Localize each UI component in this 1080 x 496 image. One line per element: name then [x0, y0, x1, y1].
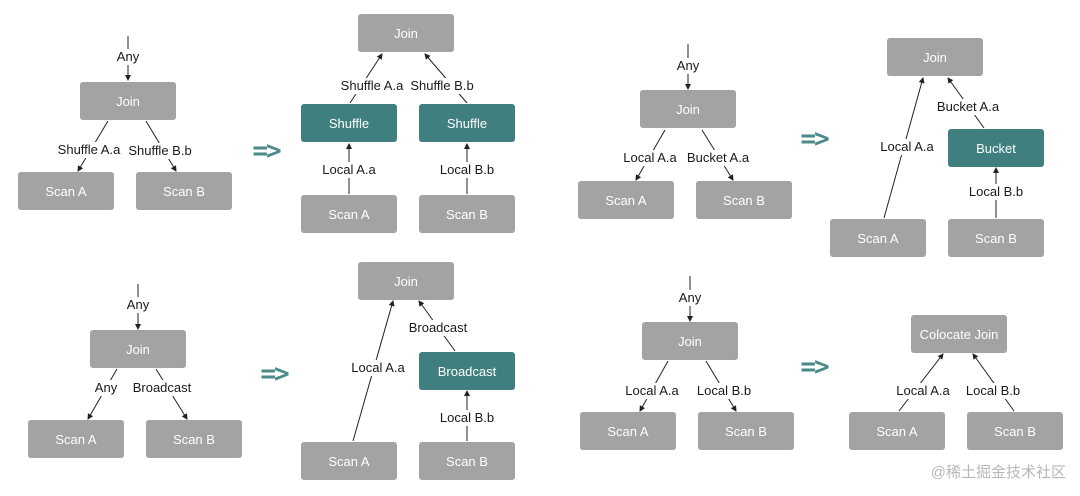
q3a-join-node: Join: [358, 262, 454, 300]
q2-scan-b-node: Scan B: [696, 181, 792, 219]
q2-local-aa-label: Local A.a: [621, 150, 679, 166]
q4-transform-arrow: =>: [800, 352, 829, 382]
q2a-bucket-aa-label: Bucket A.a: [934, 99, 1002, 115]
q1a-shuffle-bb-label: Shuffle B.b: [408, 78, 476, 94]
q4a-scan-a-up: [898, 353, 944, 412]
q3a-local-bb-label: Local B.b: [437, 410, 497, 426]
q3a-local-aa-label: Local A.a: [349, 360, 407, 376]
q2a-join-node: Join: [887, 38, 983, 76]
q2-bucket-aa-label: Bucket A.a: [684, 150, 752, 166]
q4-join-node: Join: [642, 322, 738, 360]
q4a-local-aa-label: Local A.a: [894, 383, 952, 399]
q1-transform-arrow: =>: [252, 136, 281, 166]
q3-transform-arrow: =>: [260, 359, 289, 389]
q2a-local-bb-label: Local B.b: [966, 184, 1026, 200]
q3-broadcast-label: Broadcast: [130, 380, 194, 396]
watermark: @稀土掘金技术社区: [930, 464, 1066, 481]
q4-scan-a-node: Scan A: [580, 412, 676, 450]
q4-scan-b-node: Scan B: [698, 412, 794, 450]
q2-scan-a-node: Scan A: [578, 181, 674, 219]
q2-join-node: Join: [640, 90, 736, 128]
q4a-colocate-join-node: Colocate Join: [911, 315, 1007, 353]
q3-scan-b-node: Scan B: [146, 420, 242, 458]
q4-local-aa-label: Local A.a: [623, 383, 681, 399]
q2-transform-arrow: =>: [800, 124, 829, 154]
q2a-scan-b-node: Scan B: [948, 219, 1044, 257]
q3a-broadcast-node: Broadcast: [419, 352, 515, 390]
q1a-shuffle-right-node: Shuffle: [419, 104, 515, 142]
q1a-shuffle-aa-label: Shuffle A.a: [338, 78, 406, 94]
q3a-scan-a-node: Scan A: [301, 442, 397, 480]
q1a-local-bb-label: Local B.b: [437, 162, 497, 178]
q1a-join-node: Join: [358, 14, 454, 52]
q1-join-node: Join: [80, 82, 176, 120]
q4a-scan-b-node: Scan B: [967, 412, 1063, 450]
q1-shuffle-aa-label: Shuffle A.a: [55, 142, 123, 158]
q3a-broadcast-label: Broadcast: [406, 320, 470, 336]
q1-scan-a-node: Scan A: [18, 172, 114, 210]
q2a-local-aa-label: Local A.a: [878, 139, 936, 155]
q1a-local-aa-label: Local A.a: [320, 162, 378, 178]
q3a-scan-b-node: Scan B: [419, 442, 515, 480]
q1-scan-b-node: Scan B: [136, 172, 232, 210]
q1a-scan-a-node: Scan A: [301, 195, 397, 233]
q4-local-bb-label: Local B.b: [694, 383, 754, 399]
q4a-scan-a-node: Scan A: [849, 412, 945, 450]
q3-any-left-label: Any: [92, 380, 120, 396]
q1a-scan-b-node: Scan B: [419, 195, 515, 233]
q3-scan-a-node: Scan A: [28, 420, 124, 458]
q1-any-label: Any: [114, 49, 142, 65]
q4-any-label: Any: [676, 290, 704, 306]
q1-shuffle-bb-label: Shuffle B.b: [126, 143, 194, 159]
q2a-scan-a-node: Scan A: [830, 219, 926, 257]
q4a-scan-b-up: [972, 353, 1015, 412]
q3-join-node: Join: [90, 330, 186, 368]
q2-any-label: Any: [674, 58, 702, 74]
q2a-bucket-node: Bucket: [948, 129, 1044, 167]
q1a-shuffle-left-node: Shuffle: [301, 104, 397, 142]
q3-any-label: Any: [124, 297, 152, 313]
q4a-local-bb-label: Local B.b: [963, 383, 1023, 399]
